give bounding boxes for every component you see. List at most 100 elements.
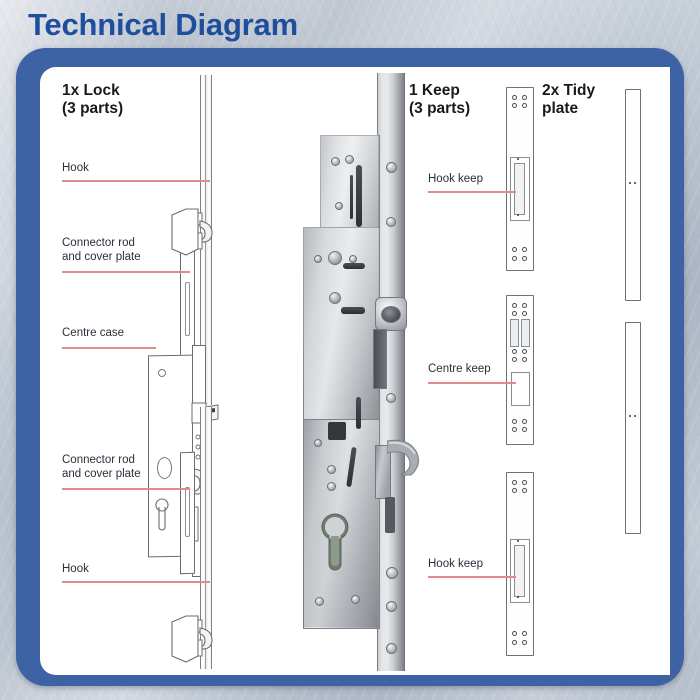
hook-bottom-line-art (168, 612, 216, 668)
hook-keep-top-hole-4 (522, 103, 527, 108)
gearbox-screw-9 (315, 597, 324, 606)
centre-keep-hole-5 (512, 349, 517, 354)
gearbox-screw-10 (351, 595, 360, 604)
callout-hook-top-label: Hook (62, 162, 89, 174)
faceplate-screw-2 (386, 217, 396, 227)
callout-centre-keep-line (428, 382, 516, 384)
callout-hook-keep-top-line (428, 191, 516, 193)
hook-keep-top-hole-8 (522, 256, 527, 261)
callout-hook-bottom-label: Hook (62, 563, 89, 575)
callout-centre-case-label: Centre case (62, 327, 125, 339)
gearbox-hole-1 (328, 251, 342, 265)
hook-keep-bottom-slot (514, 545, 525, 597)
diagram-panel: 1x Lock (3 parts) 1 Keep (3 parts) 2x Ti… (40, 67, 670, 675)
roller-cam-bore (381, 306, 401, 323)
hook-keep-bottom-pin-2 (517, 596, 520, 599)
callout-hook-top-line (62, 180, 210, 182)
connector-rod-lower (200, 407, 212, 669)
hook-keep-bottom-hole-8 (522, 640, 527, 645)
gearbox-screw-5 (349, 255, 357, 263)
centre-keep-hole-12 (522, 427, 527, 432)
hook-top-line-art (168, 205, 216, 261)
page-title: Technical Diagram (28, 7, 298, 42)
tidy-plate-1 (625, 89, 641, 301)
centre-keep-hole-1 (512, 303, 517, 308)
tidy-plate-2-hole-2 (634, 415, 637, 418)
callout-connector-rod-bottom-line (62, 488, 190, 490)
centre-keep-hole-2 (522, 303, 527, 308)
centre-keep-hole-10 (522, 419, 527, 424)
faceplate-screw-4 (386, 567, 398, 579)
hook-keep-bottom-hole-6 (522, 631, 527, 636)
centre-keep-hole-11 (512, 427, 517, 432)
centre-case-euro-profile (153, 497, 171, 533)
centre-keep-hole-8 (522, 357, 527, 362)
hook-bolt-photo (375, 445, 391, 499)
gearbox-slot-4 (341, 307, 365, 314)
callout-hook-keep-bottom-label: Hook keep (428, 558, 483, 570)
hook-keep-top-hole-1 (512, 95, 517, 100)
rod-edge-line-lower (205, 407, 206, 669)
gearbox-slot-5 (356, 397, 361, 429)
tidy-plate-2 (625, 322, 641, 534)
callout-connector-rod-top-label: Connector rod and cover plate (62, 237, 141, 263)
gearbox-screw-4 (314, 255, 322, 263)
gearbox-slot-3 (343, 263, 365, 269)
gearbox-screw-7 (327, 465, 336, 474)
centre-keep-hole-9 (512, 419, 517, 424)
centre-keep (506, 295, 534, 445)
hook-keep-bottom-hole-4 (522, 488, 527, 493)
hook-keep-top-pin-2 (517, 214, 520, 217)
hook-keep-top-hole-7 (512, 256, 517, 261)
gearbox-screw-1 (331, 157, 340, 166)
hook-keep-top-hole-3 (512, 103, 517, 108)
callout-hook-keep-top-label: Hook keep (428, 173, 483, 185)
hook-keep-bottom-pin-1 (517, 540, 520, 543)
tidy-plate-1-hole-1 (629, 182, 632, 185)
gearbox-slot-2 (350, 175, 353, 219)
follower-square-hole (328, 422, 346, 440)
hook-keep-top-slot (514, 163, 525, 215)
hook-keep-top-hole-6 (522, 247, 527, 252)
hook-keep-bottom-hole-7 (512, 640, 517, 645)
centre-case-hole-upper (158, 369, 166, 377)
hook-keep-bottom-hole-5 (512, 631, 517, 636)
hook-keep-top-hole-5 (512, 247, 517, 252)
centre-keep-adjuster-left (510, 319, 519, 347)
gearbox-hole-2 (329, 292, 341, 304)
heading-tidy-plate: 2x Tidy plate (542, 82, 596, 117)
deadbolt-upper (373, 329, 387, 389)
hook-keep-top-pin-1 (517, 158, 520, 161)
callout-connector-rod-bottom-label: Connector rod and cover plate (62, 454, 141, 480)
gearbox-slot-1 (356, 165, 362, 227)
callout-centre-keep-label: Centre keep (428, 363, 491, 375)
faceplate-latch-window (385, 497, 395, 533)
tidy-plate-2-hole-1 (629, 415, 632, 418)
hook-bolt-claw (386, 439, 421, 477)
faceplate-screw-6 (386, 643, 397, 654)
gearbox-screw-2 (345, 155, 354, 164)
centre-keep-hole-3 (512, 311, 517, 316)
heading-keep: 1 Keep (3 parts) (409, 82, 471, 117)
euro-cylinder-hole (319, 512, 351, 572)
faceplate-screw-3 (386, 393, 396, 403)
cover-plate-slot-upper (185, 282, 190, 336)
heading-lock: 1x Lock (3 parts) (62, 82, 124, 117)
centre-keep-adjuster-right (521, 319, 530, 347)
centre-keep-hole-6 (522, 349, 527, 354)
centre-case-oval (157, 457, 172, 479)
centre-keep-hole-7 (512, 357, 517, 362)
centre-keep-hole-4 (522, 311, 527, 316)
hook-keep-top-hole-2 (522, 95, 527, 100)
tidy-plate-1-hole-2 (634, 182, 637, 185)
gearbox-screw-8 (327, 482, 336, 491)
callout-connector-rod-top-line (62, 271, 190, 273)
cover-plate-slot-lower (185, 487, 190, 537)
hook-keep-bottom-hole-3 (512, 488, 517, 493)
lock-photo-assembly (295, 67, 435, 675)
faceplate-screw-5 (386, 601, 397, 612)
hook-keep-bottom-hole-1 (512, 480, 517, 485)
centre-keep-window (511, 372, 530, 406)
faceplate-screw-1 (386, 162, 397, 173)
